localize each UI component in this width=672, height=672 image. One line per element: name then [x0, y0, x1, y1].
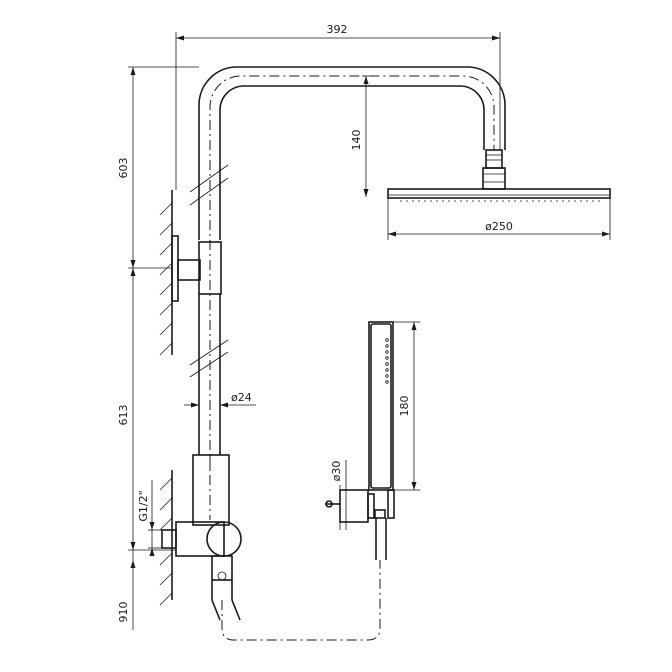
dimension-pipe-diameter: ø24 [184, 391, 256, 408]
label-inlet-thread: G1/2" [137, 490, 150, 521]
shower-head: ø250 [387, 149, 611, 240]
label-lower-height: 910 [117, 602, 130, 623]
hand-shower: 180 ø30 [325, 321, 420, 560]
hand-shower-nozzles [385, 338, 389, 384]
label-middle-height: 613 [117, 405, 130, 426]
shower-arm [128, 66, 506, 470]
hose-path [221, 560, 381, 641]
wall-upper [159, 190, 173, 356]
lower-pipe [189, 294, 229, 455]
label-handshower-length: 180 [398, 396, 411, 417]
mixer-body [161, 454, 242, 621]
dimension-inlet-thread: G1/2" [137, 480, 162, 556]
dimension-head-drop: 140 [350, 75, 372, 197]
dimension-arm-width: 392 [175, 23, 501, 190]
label-pipe-diameter: ø24 [231, 391, 252, 404]
label-arm-width: 392 [327, 23, 348, 36]
label-handshower-diameter: ø30 [330, 461, 343, 482]
pipe-break-upper [189, 164, 229, 206]
dimension-heights: 603 613 910 [117, 67, 176, 630]
wall-lower [159, 470, 173, 606]
label-head-diameter: ø250 [485, 220, 513, 233]
label-head-drop: 140 [350, 130, 363, 151]
label-upper-height: 603 [117, 158, 130, 179]
wall-bracket [128, 235, 222, 302]
